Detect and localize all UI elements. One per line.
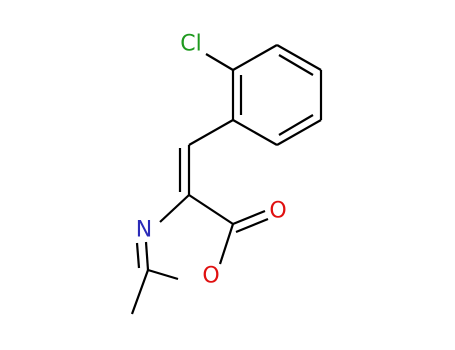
benzene-ring: [231, 44, 323, 146]
bond-ring-ch: [188, 119, 234, 146]
bond-ring-c5-c6: [232, 119, 278, 146]
bond-ring-inner-1: [278, 54, 314, 76]
bond-o-ring-c2: [147, 268, 179, 281]
bond-c4-c5: [188, 194, 234, 225]
oxazolone-ring: [135, 194, 235, 281]
atom-o-carbonyl-label: O: [269, 199, 286, 224]
atom-o-ring-label: O: [202, 264, 219, 289]
bond-ring-c2-c3: [276, 44, 322, 71]
bond-c-cl: [205, 53, 234, 71]
atom-cl-label: Cl: [180, 32, 201, 57]
bond-n-c4: [159, 194, 190, 223]
bond-c2-n-a: [144, 241, 150, 271]
bond-carbonyl-b: [235, 217, 269, 234]
bond-ring-c1-c2: [232, 44, 278, 71]
bond-ring-c4-c5: [276, 119, 322, 146]
atom-n-label: N: [136, 218, 152, 243]
bond-ring-inner-2: [278, 114, 314, 136]
bond-c2-n-b: [135, 242, 141, 269]
bond-methyl: [130, 269, 150, 315]
bond-c5-o-ring: [218, 223, 235, 265]
bond-carbonyl-a: [232, 209, 266, 226]
